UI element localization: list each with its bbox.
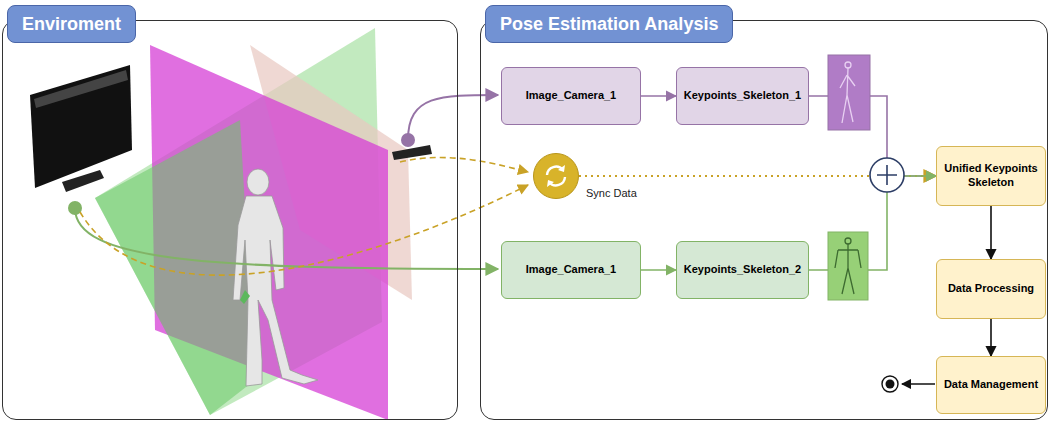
- end-state: [886, 380, 895, 389]
- merge-symbol: [870, 158, 904, 192]
- end-state: [882, 376, 898, 392]
- box-label: Image_Camera_1: [526, 263, 617, 277]
- connector: [641, 95, 676, 97]
- box-label: Data Management: [944, 378, 1038, 392]
- sync-link: [400, 157, 528, 172]
- sync-link: [80, 185, 528, 275]
- camera-frustum: [95, 120, 255, 415]
- camera-link: [408, 95, 498, 140]
- monitor: [34, 70, 128, 108]
- skeleton-figure: [840, 62, 855, 123]
- camera: [62, 170, 104, 192]
- connector: [990, 319, 992, 356]
- panel-title: Pose Estimation Analysis: [485, 5, 733, 43]
- box-label: Keypoints_Skeleton_2: [684, 263, 801, 277]
- merge-symbol: [877, 165, 897, 185]
- panel: Image_Camera_1 Keypoints_Skeleton_1Sync D…: [480, 20, 1048, 420]
- box-label: Image_Camera_1: [526, 89, 617, 103]
- skeleton-thumbnail: [828, 232, 868, 300]
- node-label: Sync Data: [584, 187, 639, 199]
- connector: [990, 206, 992, 259]
- process-box: Data Management: [936, 356, 1046, 414]
- sync-circle: Sync Data: [533, 153, 579, 199]
- human-figure: [233, 169, 318, 386]
- process-box: Data Processing: [936, 259, 1046, 319]
- process-box: Image_Camera_1: [501, 67, 641, 125]
- connector: [641, 269, 676, 271]
- process-box: Unified Keypoints Skeleton: [936, 146, 1046, 206]
- camera: [392, 145, 432, 160]
- skeleton-thumbnail: [828, 55, 870, 130]
- process-box: Image_Camera_1: [501, 241, 641, 299]
- process-box: Keypoints_Skeleton_1: [676, 67, 809, 125]
- sync-icon: [541, 161, 571, 191]
- box-label: Unified Keypoints Skeleton: [942, 162, 1040, 190]
- end-link: [902, 383, 935, 385]
- hand: [240, 290, 250, 304]
- box-label: Data Processing: [948, 282, 1034, 296]
- box-label: Keypoints_Skeleton_1: [684, 89, 801, 103]
- skeleton-figure: [835, 238, 861, 294]
- process-box: Keypoints_Skeleton_2: [676, 241, 809, 299]
- monitor: [30, 65, 132, 188]
- panel: Enviroment: [2, 20, 458, 420]
- camera-link: [75, 208, 498, 269]
- panel-title: Enviroment: [7, 5, 136, 43]
